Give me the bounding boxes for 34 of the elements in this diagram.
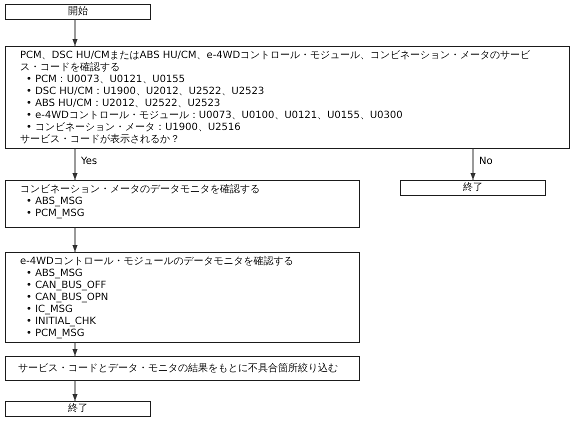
list-item: • ABS_MSG — [25, 196, 84, 208]
arrow — [72, 20, 78, 46]
arrow — [72, 148, 78, 180]
arrow — [72, 380, 78, 402]
list-item: • PCM_MSG — [25, 328, 86, 340]
list-item: • DSC HU/CM：U1900、U2012、U2522、U2523 — [25, 86, 266, 98]
process-box — [5, 180, 360, 228]
step-text: PCM、DSC HU/CMまたはABS HU/CM、e-4WDコントロール・モジュール、コンビネーション・メータのサービス・コードを確認する — [20, 50, 532, 74]
process-box — [5, 46, 570, 149]
process-box — [400, 180, 546, 196]
process-box — [5, 4, 151, 20]
list-item: • CAN_BUS_OFF — [25, 280, 108, 292]
step-text: 終了 — [463, 182, 483, 194]
process-box — [5, 356, 360, 381]
process-box — [5, 401, 151, 417]
arrow — [470, 148, 476, 180]
step-text: e-4WDコントロール・モジュールのデータモニタを確認する — [20, 256, 295, 268]
step-text: サービス・コードとデータ・モニタの結果をもとに不具合箇所絞り込む — [18, 362, 338, 374]
arrow — [72, 342, 78, 356]
list-item: • コンビネーション・メータ：U1900、U2516 — [25, 122, 242, 134]
list-item: • PCM_MSG — [25, 208, 86, 220]
step-text: コンビネーション・メータのデータモニタを確認する — [20, 184, 261, 196]
process-box — [5, 252, 360, 343]
list-item: • e-4WDコントロール・モジュール：U0073、U0100、U0121、U0155、U0300 — [25, 110, 404, 122]
step-text: 開始 — [68, 6, 88, 18]
list-item: サービス・コードが表示されるか？ — [20, 134, 181, 146]
list-item: • ABS HU/CM：U2012、U2522、U2523 — [25, 98, 222, 110]
step-text: 終了 — [68, 403, 88, 415]
list-item: • IC_MSG — [25, 304, 74, 316]
list-item: • ABS_MSG — [25, 268, 84, 280]
list-item: • PCM：U0073、U0121、U0155 — [25, 74, 186, 86]
arrow — [72, 228, 78, 252]
list-item: • CAN_BUS_OPN — [25, 292, 110, 304]
list-item: • INITIAL_CHK — [25, 316, 97, 328]
